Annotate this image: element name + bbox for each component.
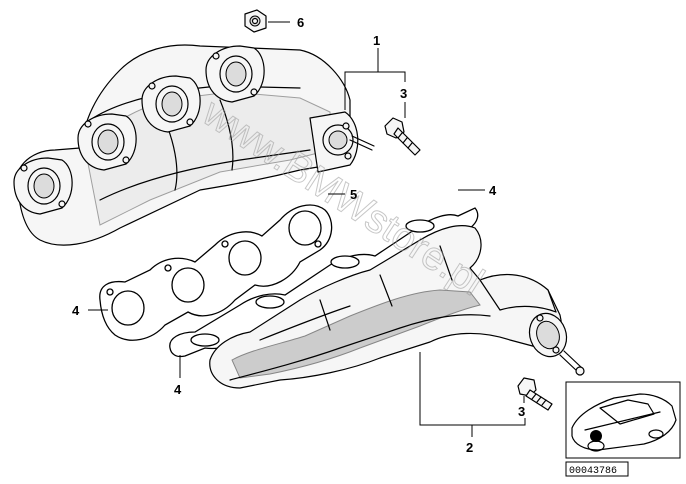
upper-port-flange-4	[205, 45, 265, 103]
callout-2-label: 2	[466, 440, 473, 455]
callout-4-left-label: 4	[72, 303, 80, 318]
callout-4-top: 4	[458, 183, 497, 198]
reference-code: 00043786	[569, 466, 617, 477]
upper-exhaust-manifold	[13, 44, 375, 246]
callout-4-bottom: 4	[174, 355, 182, 397]
hex-bolt-part-3-lower	[517, 377, 553, 411]
hex-nut-part-6	[244, 9, 267, 33]
callout-5-label: 5	[350, 187, 357, 202]
callout-4-bottom-label: 4	[174, 382, 182, 397]
callout-6-label: 6	[297, 15, 304, 30]
hex-bolt-part-3-upper	[384, 117, 421, 156]
callout-5: 5	[328, 187, 357, 202]
location-dot-icon	[590, 430, 602, 442]
upper-port-flange-3	[141, 75, 201, 133]
callout-2: 2	[419, 352, 526, 455]
callout-6: 6	[268, 15, 304, 30]
callout-3-lower-label: 3	[518, 404, 525, 419]
callout-3-lower: 3	[518, 396, 525, 419]
upper-port-flange-1	[13, 157, 73, 215]
lower-exhaust-manifold	[209, 225, 585, 389]
callout-3-upper-label: 3	[400, 86, 407, 101]
callout-1-label: 1	[373, 33, 380, 48]
car-location-thumbnail: 00043786	[565, 381, 681, 477]
callout-4-left: 4	[72, 303, 108, 318]
upper-port-flange-2	[77, 113, 137, 171]
callout-3-upper: 3	[400, 86, 407, 118]
callout-1: 1	[344, 33, 406, 110]
callout-4-top-label: 4	[489, 183, 497, 198]
manifold-gasket-part-5	[99, 204, 333, 341]
